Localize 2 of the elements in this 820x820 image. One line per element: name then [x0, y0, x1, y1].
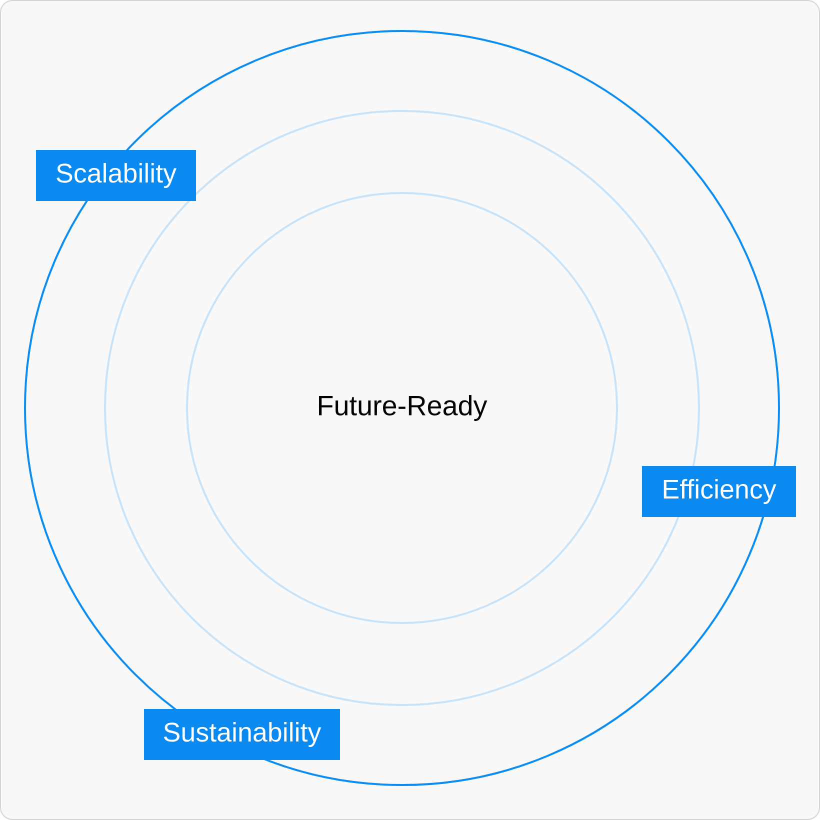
label-tag: Efficiency — [642, 466, 796, 517]
circle — [24, 30, 780, 786]
